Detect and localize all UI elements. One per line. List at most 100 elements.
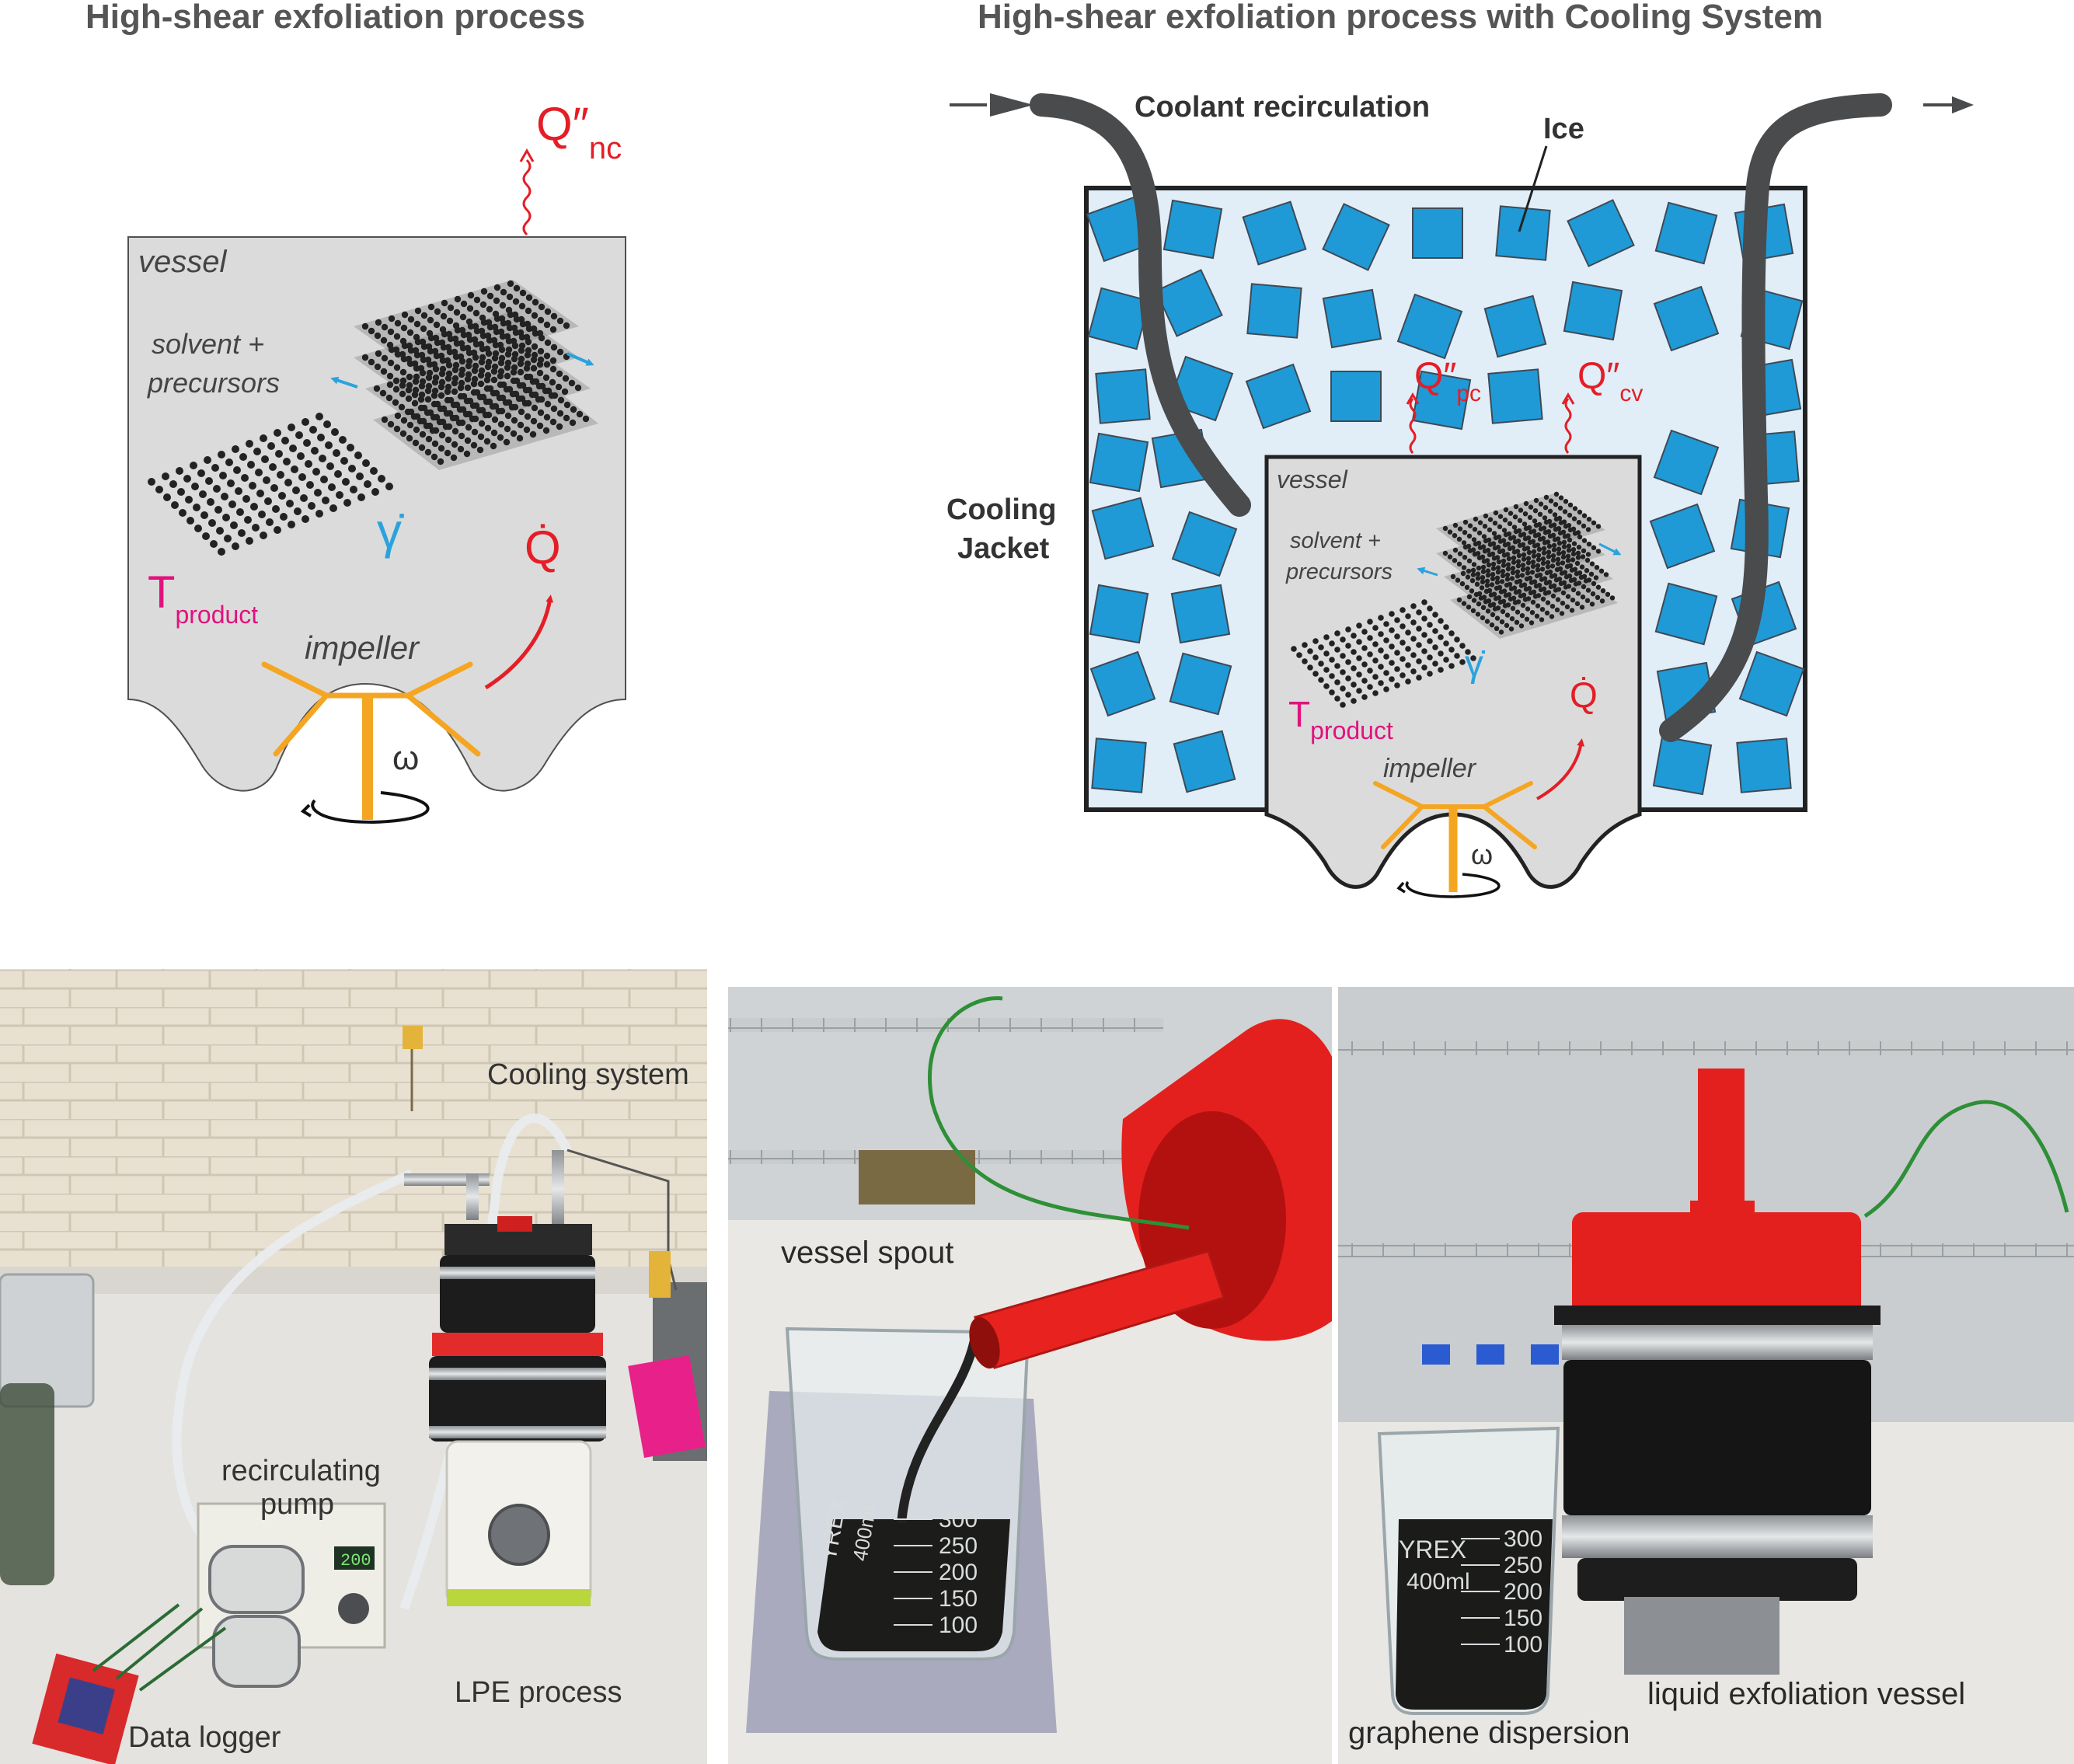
carbon-atom	[454, 326, 462, 334]
carbon-atom	[486, 292, 494, 300]
ice-label: Ice	[1543, 113, 1584, 145]
ice-cube	[1654, 582, 1718, 646]
carbon-atom	[1555, 597, 1561, 602]
carbon-atom	[1312, 671, 1319, 677]
carbon-atom	[513, 377, 521, 385]
carbon-atom	[1361, 694, 1368, 700]
carbon-atom	[1490, 566, 1497, 571]
carbon-atom	[1566, 584, 1572, 589]
carbon-atom	[420, 356, 427, 364]
q-cv-wave	[1564, 398, 1572, 454]
carbon-atom	[270, 484, 278, 492]
carbon-atom	[1507, 546, 1513, 551]
carbon-atom	[444, 449, 451, 457]
carbon-atom	[1579, 564, 1585, 570]
carbon-atom	[1556, 577, 1563, 582]
carbon-atom	[1471, 562, 1477, 567]
carbon-atom	[1566, 548, 1572, 553]
carbon-atom	[1543, 519, 1549, 525]
carbon-atom	[486, 305, 493, 313]
right-gamma-symbol: γ̇	[1465, 643, 1486, 685]
carbon-atom	[1572, 531, 1578, 536]
carbon-atom	[512, 329, 520, 336]
carbon-atom	[1383, 621, 1389, 627]
carbon-atom	[413, 426, 420, 434]
carbon-atom	[477, 380, 485, 388]
carbon-atom	[1501, 528, 1508, 533]
carbon-atom	[406, 382, 413, 389]
carbon-atom	[458, 366, 466, 374]
panel-left: High-shear exfoliation process vessel so…	[85, 0, 626, 824]
carbon-atom	[557, 396, 565, 404]
carbon-atom	[556, 317, 564, 325]
carbon-atom	[1500, 569, 1506, 574]
carbon-atom	[406, 360, 414, 368]
carbon-atom	[472, 362, 479, 370]
carbon-atom	[532, 329, 539, 337]
carbon-atom	[1513, 504, 1519, 510]
carbon-atom	[1334, 663, 1340, 669]
carbon-atom	[1538, 526, 1544, 532]
photo2-dispersion	[817, 1519, 1010, 1651]
carbon-atom	[1546, 590, 1552, 595]
carbon-atom	[347, 444, 354, 451]
photo3-vessel-rim	[1554, 1306, 1881, 1325]
carbon-atom	[1560, 560, 1566, 566]
carbon-atom	[1551, 547, 1557, 553]
carbon-atom	[278, 492, 286, 500]
carbon-atom	[458, 357, 466, 365]
carbon-atom	[297, 452, 305, 460]
carbon-atom	[1594, 565, 1600, 570]
carbon-atom	[340, 457, 348, 465]
carbon-atom	[1535, 603, 1541, 608]
carbon-atom	[478, 420, 486, 427]
carbon-atom	[1537, 511, 1543, 517]
carbon-atom	[399, 390, 406, 398]
carbon-atom	[446, 317, 454, 325]
carbon-atom	[406, 421, 414, 429]
carbon-atom	[543, 361, 551, 368]
left-qnc-label: Q″nc	[536, 98, 622, 166]
carbon-atom	[1489, 582, 1495, 587]
carbon-atom	[232, 445, 239, 453]
carbon-atom	[1438, 634, 1444, 640]
carbon-atom	[516, 434, 524, 442]
carbon-atom	[405, 395, 413, 403]
carbon-atom	[1575, 550, 1581, 556]
carbon-atom	[1400, 672, 1406, 678]
carbon-atom	[1576, 545, 1582, 550]
carbon-atom	[563, 322, 570, 329]
carbon-atom	[1480, 605, 1487, 610]
carbon-atom	[1532, 533, 1539, 539]
carbon-atom	[255, 469, 263, 476]
carbon-atom	[1483, 538, 1489, 544]
carbon-atom	[291, 465, 298, 473]
carbon-atom	[470, 441, 478, 449]
carbon-atom	[350, 486, 357, 493]
carbon-atom	[1546, 543, 1553, 549]
graduation-label: 300	[939, 1507, 978, 1532]
left-t-product: Tproduct	[148, 567, 258, 629]
carbon-atom	[413, 364, 420, 372]
left-impeller	[261, 661, 481, 820]
carbon-atom	[399, 430, 407, 438]
carbon-atom	[1503, 507, 1509, 513]
carbon-atom	[550, 343, 558, 351]
carbon-atom	[1452, 547, 1459, 553]
carbon-atom	[471, 375, 479, 383]
carbon-atom	[1487, 527, 1493, 532]
ice-cube	[1091, 737, 1147, 793]
carbon-atom	[1560, 590, 1567, 596]
carbon-atom	[1323, 683, 1330, 689]
carbon-atom	[1383, 637, 1389, 643]
carbon-atom	[505, 346, 513, 354]
carbon-atom	[537, 316, 545, 324]
carbon-atom	[499, 394, 507, 402]
carbon-atom	[543, 352, 551, 360]
carbon-atom	[1334, 647, 1340, 653]
carbon-atom	[387, 328, 395, 336]
ice-cube	[1495, 205, 1551, 261]
carbon-atom	[1410, 652, 1417, 658]
